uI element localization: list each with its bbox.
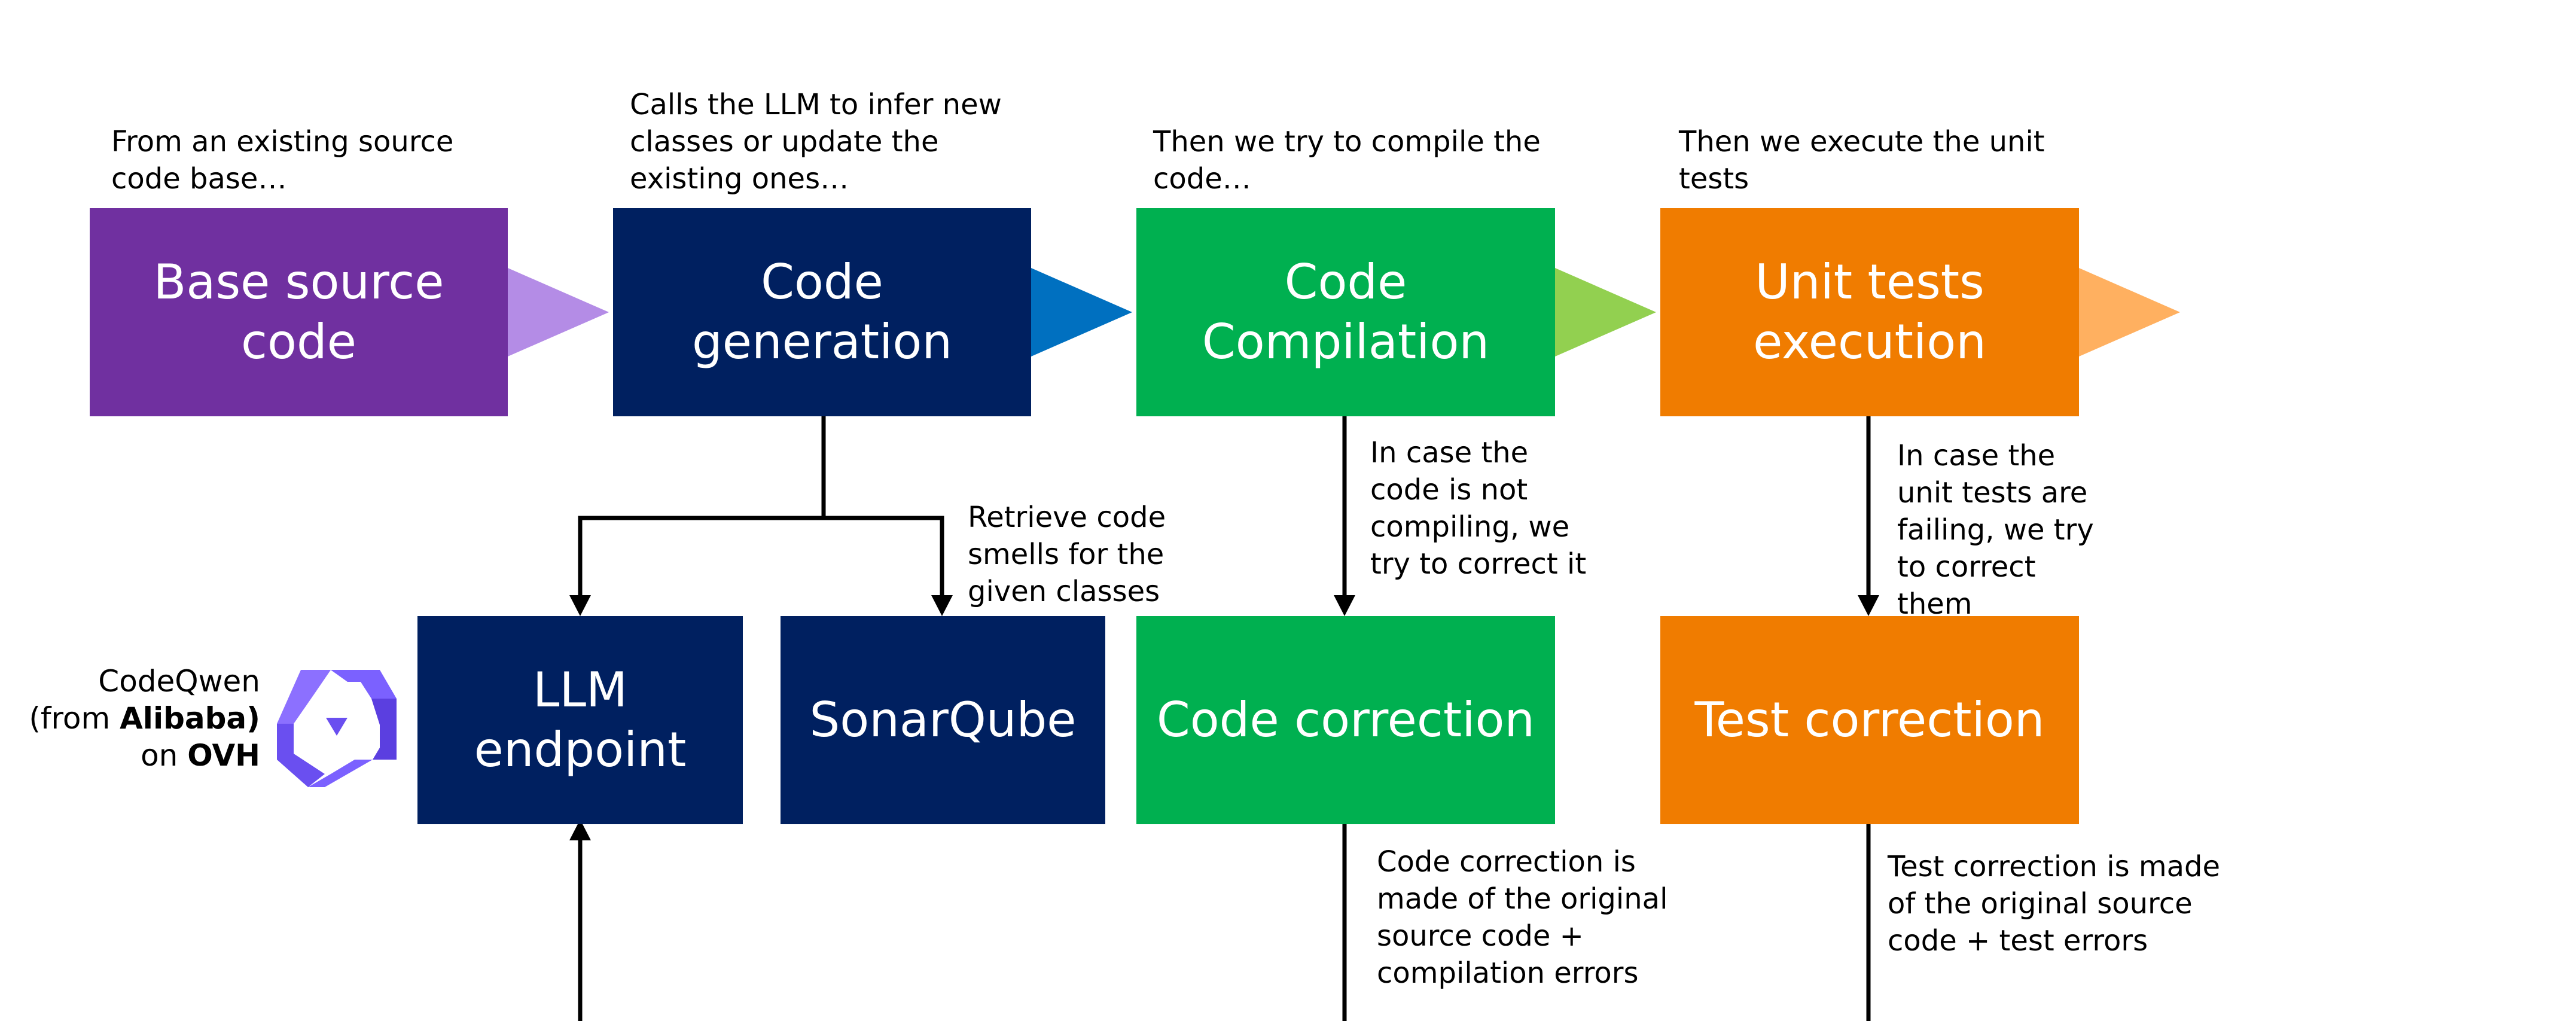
connector-compilation-to-correction: [1334, 416, 1355, 616]
note-tests: Then we execute the unit tests: [1679, 125, 2045, 196]
provider-model: CodeQwen: [98, 664, 260, 699]
box-code-compilation-label: Code Compilation: [1202, 254, 1490, 370]
box-base-source-code: Base source code: [90, 208, 508, 416]
box-test-correction: Test correction: [1660, 616, 2079, 824]
box-unit-tests-execution: Unit tests execution: [1660, 208, 2079, 416]
arrow-generation-to-compilation: [1031, 268, 1132, 356]
box-code-generation-label: Code generation: [691, 254, 953, 370]
box-code-correction: Code correction: [1136, 616, 1555, 824]
box-code-correction-label: Code correction: [1156, 692, 1535, 748]
box-unit-tests-execution-label: Unit tests execution: [1753, 254, 1986, 370]
note-test-correction-detail: Test correction is made of the original …: [1888, 850, 2221, 958]
note-compile-fail: In case the code is not compiling, we tr…: [1370, 436, 1587, 581]
note-code-correction-detail: Code correction is made of the original …: [1377, 845, 1668, 990]
box-code-compilation: Code Compilation: [1136, 208, 1555, 416]
box-sonarqube: SonarQube: [781, 616, 1105, 824]
arrow-compilation-to-tests: [1555, 268, 1656, 356]
box-llm-endpoint-label: LLM endpoint: [474, 662, 687, 778]
provider-vendor-line: (from Alibaba): [29, 701, 260, 736]
provider-label: CodeQwen (from Alibaba) on OVH: [12, 663, 260, 774]
note-tests-fail: In case the unit tests are failing, we t…: [1897, 439, 2094, 621]
box-sonarqube-label: SonarQube: [809, 692, 1077, 748]
box-test-correction-label: Test correction: [1694, 692, 2045, 748]
arrow-base-to-generation: [508, 268, 609, 356]
note-base: From an existing source code base…: [111, 125, 454, 196]
provider-vendor: Alibaba): [120, 701, 260, 736]
note-sonar: Retrieve code smells for the given class…: [968, 501, 1166, 608]
box-llm-endpoint: LLM endpoint: [417, 616, 743, 824]
connector-tests-to-correction: [1858, 416, 1879, 616]
qwen-logo-icon: [277, 670, 397, 787]
connector-corrections-to-llm: [569, 819, 1871, 1021]
box-base-source-code-label: Base source code: [153, 254, 444, 370]
connector-generation-to-llm: [569, 416, 826, 616]
provider-host-line: on OVH: [141, 738, 260, 773]
arrow-tests-out: [2079, 268, 2180, 356]
box-code-generation: Code generation: [613, 208, 1031, 416]
note-compilation: Then we try to compile the code…: [1153, 125, 1541, 196]
connector-generation-to-sonarqube: [824, 516, 953, 616]
note-generation: Calls the LLM to infer new classes or up…: [630, 88, 1002, 196]
provider-host: OVH: [187, 738, 260, 773]
